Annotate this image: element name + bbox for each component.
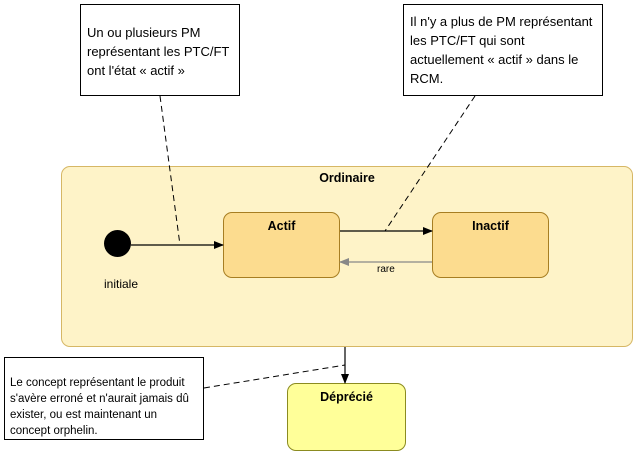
transition-rare-label: rare <box>377 264 395 275</box>
state-inactif: Inactif <box>432 212 549 278</box>
state-deprecie-title: Déprécié <box>320 390 373 404</box>
note-inactif-condition: Il n'y a plus de PM représentant les PTC… <box>403 4 603 96</box>
state-actif-title: Actif <box>267 219 296 233</box>
initial-state-label: initiale <box>104 277 139 291</box>
state-inactif-title: Inactif <box>472 219 509 233</box>
state-deprecie: Déprécié <box>287 383 406 451</box>
note-deprecie-condition: Le concept représentant le produit s'avè… <box>4 357 204 440</box>
initial-state-dot <box>104 230 131 257</box>
state-ordinaire-title: Ordinaire <box>319 171 375 185</box>
note-actif-condition: Un ou plusieurs PM représentant les PTC/… <box>80 4 240 96</box>
state-actif: Actif <box>223 212 340 278</box>
